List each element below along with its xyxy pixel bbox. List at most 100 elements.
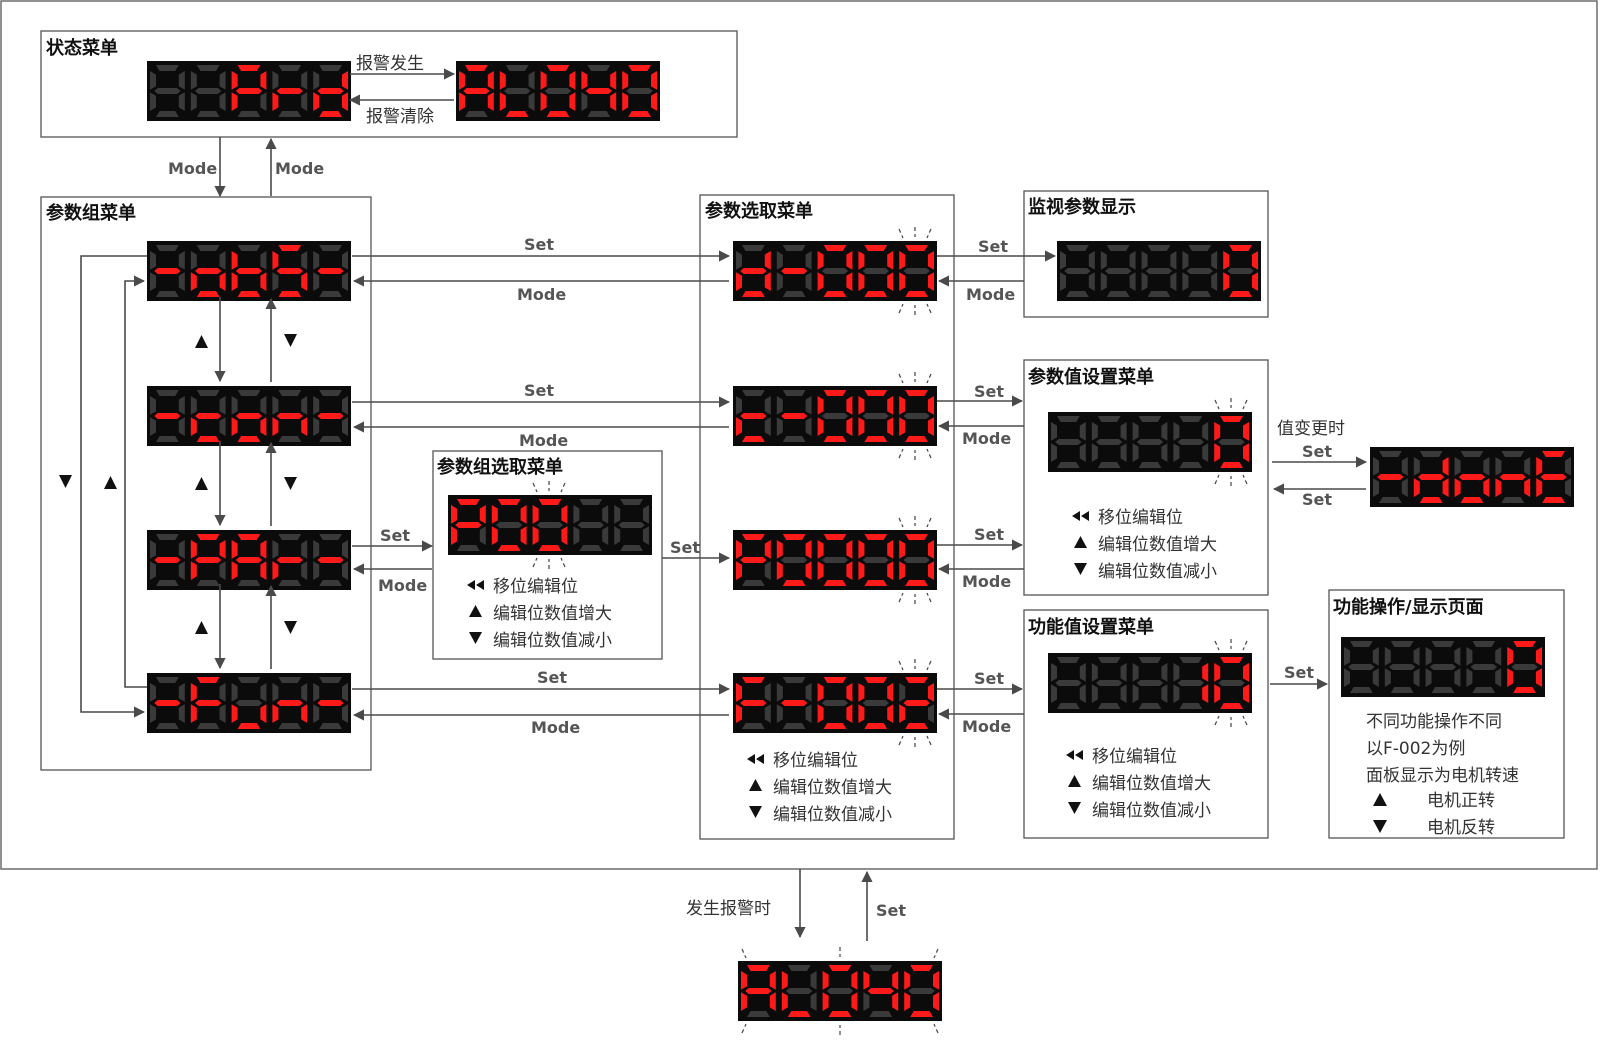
segment-e: [1384, 668, 1391, 687]
segment-a: [237, 390, 261, 396]
segment-g: [1540, 474, 1567, 480]
segment-b: [528, 71, 535, 90]
blink-line: [898, 228, 904, 239]
segment-d: [823, 436, 847, 442]
display-d000: [733, 241, 937, 301]
segment-b: [1120, 422, 1127, 441]
segment-g: [195, 557, 222, 563]
label-con-mode: Mode: [519, 431, 568, 450]
segment-b: [846, 540, 853, 559]
segment-b: [1120, 663, 1127, 682]
segment-a: [1431, 641, 1455, 647]
digit-cell: [899, 677, 934, 729]
segment-c: [887, 704, 894, 723]
segment-d: [237, 580, 261, 586]
digit-cell: [1182, 245, 1218, 297]
segment-c: [1079, 443, 1086, 462]
segment-d: [864, 723, 888, 729]
digit-cell: [459, 65, 494, 117]
segment-f: [491, 505, 498, 524]
segment-a: [787, 965, 811, 971]
segment-e: [150, 272, 156, 291]
segment-a: [910, 965, 933, 971]
segment-c: [1161, 684, 1168, 703]
segment-b: [561, 505, 568, 524]
label-par-set: Set: [380, 526, 410, 545]
segment-c: [178, 704, 185, 723]
segment-a: [864, 534, 888, 540]
segment-c: [1495, 668, 1502, 687]
segment-g: [786, 988, 813, 994]
segment-f: [1344, 647, 1350, 666]
segment-b: [887, 251, 894, 270]
blink-line: [1242, 640, 1248, 651]
segment-a: [864, 245, 888, 251]
segment-c: [928, 272, 934, 291]
segment-f: [1214, 422, 1221, 441]
segment-d: [497, 545, 521, 551]
segment-f: [231, 683, 238, 702]
segment-c: [1483, 478, 1490, 497]
segment-c: [1088, 272, 1095, 291]
segment-g: [317, 268, 344, 274]
segment-c: [1536, 668, 1542, 687]
segment-b: [1536, 647, 1542, 666]
segment-d: [278, 723, 302, 729]
display-pvalue: [1048, 412, 1252, 472]
segment-d: [579, 545, 603, 551]
label-alarm-when: 发生报警时: [686, 899, 771, 919]
segment-e: [1466, 668, 1473, 687]
segment-c: [1401, 478, 1408, 497]
segment-e: [272, 561, 279, 580]
segment-d: [1179, 703, 1203, 709]
up-triangle-icon: [1068, 775, 1081, 787]
digit-cell: [781, 965, 817, 1017]
digit-cell: [1454, 451, 1490, 503]
segment-c: [810, 992, 817, 1011]
segment-c: [301, 561, 308, 580]
segment-g: [821, 413, 849, 419]
segment-d: [1147, 291, 1171, 297]
digit-cell: [822, 965, 858, 1017]
segment-d: [1220, 703, 1243, 709]
segment-e: [231, 417, 238, 436]
segment-b: [178, 71, 185, 90]
digit-cell: [1425, 641, 1461, 693]
segment-c: [764, 704, 771, 723]
segment-e: [272, 272, 279, 291]
segment-c: [178, 417, 185, 436]
segment-a: [278, 245, 302, 251]
segment-g: [195, 88, 222, 94]
segment-f: [904, 971, 911, 990]
down-triangle-icon: [284, 477, 297, 490]
segment-a: [196, 390, 220, 396]
digit-cell: [231, 534, 267, 586]
segment-e: [190, 272, 197, 291]
monitor-display-title: 监视参数显示: [1028, 196, 1136, 218]
segment-a: [742, 390, 765, 396]
segment-b: [342, 71, 348, 90]
segment-b: [1565, 457, 1571, 476]
segment-c: [342, 561, 348, 580]
label-f002-mode: Mode: [962, 717, 1011, 736]
digit-cell: [150, 534, 185, 586]
segment-c: [342, 272, 348, 291]
segment-b: [1495, 647, 1502, 666]
digit-cell: [231, 390, 267, 442]
label-mode-up: Mode: [275, 159, 324, 178]
segment-f: [231, 540, 238, 559]
segment-b: [805, 540, 812, 559]
segment-c: [887, 272, 894, 291]
segment-g: [235, 557, 263, 563]
segment-b: [610, 71, 617, 90]
digit-cell: [1536, 451, 1571, 503]
segment-d: [196, 436, 220, 442]
segment-d: [465, 111, 488, 117]
segment-c: [643, 526, 649, 545]
digit-cell: [1132, 416, 1168, 468]
segment-c: [887, 417, 894, 436]
param-value-menu-title: 参数值设置菜单: [1028, 366, 1154, 388]
segment-d: [156, 723, 179, 729]
segment-b: [892, 971, 899, 990]
